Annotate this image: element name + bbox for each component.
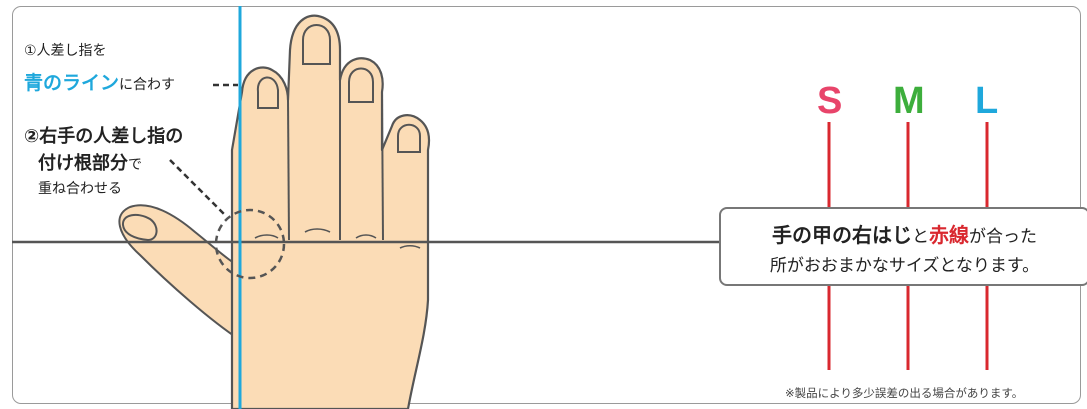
note-part-a: 手の甲の右はじ [772, 223, 912, 247]
note-line1: 手の甲の右はじと赤線が合った [721, 219, 1087, 248]
note-line2: 所がおおまかなサイズとなります。 [769, 256, 1040, 276]
step1-line1: ①人差し指を [24, 43, 107, 59]
step2-line3: 重ね合わせる [38, 181, 122, 197]
diagram-frame [12, 6, 1081, 404]
hand-palm [230, 14, 431, 409]
note-box: 手の甲の右はじと赤線が合った 所がおおまかなサイズとなります。 [719, 207, 1087, 286]
size-label-l: L [975, 80, 999, 122]
step2-thin: で [128, 157, 142, 173]
note-red-line-label: 赤線 [929, 223, 969, 247]
step1-line2: 青のラインに合わす [24, 68, 175, 95]
step2-bold: 付け根部分 [38, 153, 128, 174]
footnote: ※製品により多少誤差の出る場合があります。 [785, 386, 1024, 400]
blue-line-label: 青のライン [24, 72, 120, 94]
note-part-d: が合った [969, 227, 1037, 247]
step2-line1: ②右手の人差し指の [24, 126, 184, 147]
size-label-m: M [893, 80, 925, 122]
knuckle-highlight-circle [214, 208, 286, 280]
step2-line2: 付け根部分で [38, 149, 142, 175]
thumb [118, 204, 250, 342]
step1-suffix: に合わす [119, 77, 176, 93]
size-label-s: S [817, 80, 843, 122]
note-part-b: と [912, 227, 929, 247]
